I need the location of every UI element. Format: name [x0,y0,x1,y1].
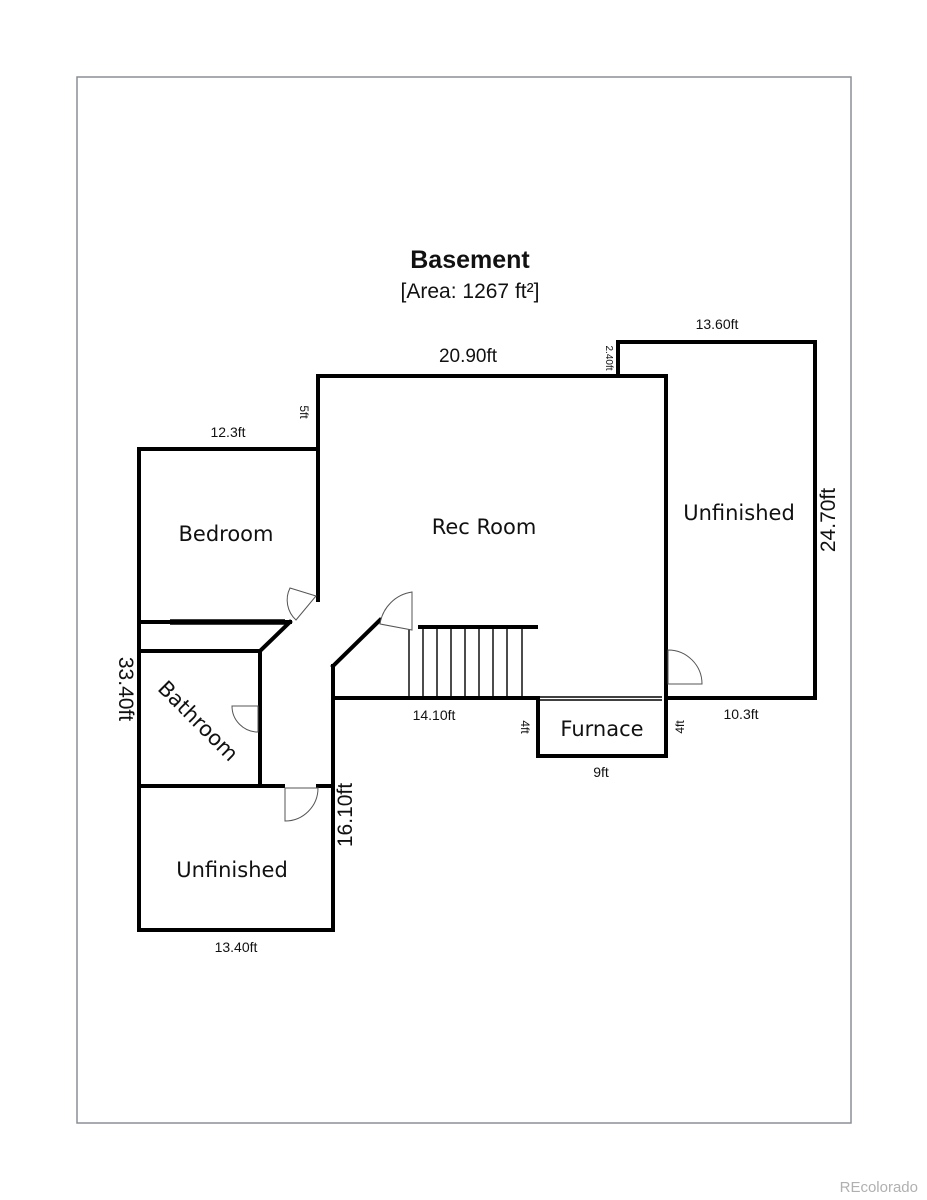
dim-left-side: 33.40ft [114,657,137,721]
rec-room-walls [316,374,668,700]
west-wing-walls [137,447,540,932]
bathroom-door [231,705,259,733]
room-label-bathroom: Bathroom [153,676,243,766]
dim-jog-left: 5ft [297,405,311,419]
stair-door [379,591,413,631]
unfinished-right-walls [616,340,817,700]
dim-stair-side: 16.10ft [334,783,357,847]
closet-door [170,619,285,625]
unfinished-left-door [284,787,319,822]
dim-right-side: 24.70ft [817,488,840,552]
dim-top-right: 13.60ft [696,316,739,332]
door-swings [231,587,703,822]
dim-furnace-left: 4ft [518,720,532,734]
dim-bedroom-top: 12.3ft [210,424,245,440]
dim-right-bottom: 10.3ft [723,706,758,722]
room-label-unfinished-left: Unfinished [176,858,288,882]
dim-furnace-right: 4ft [673,720,687,734]
bedroom-door [286,587,317,621]
unfinished-right-door [667,649,703,685]
furnace-walls [536,696,668,758]
furnace-door [540,696,662,701]
room-label-bedroom: Bedroom [179,522,274,546]
dim-bottom-left: 13.40ft [215,939,258,955]
plan-frame [76,76,852,1124]
hall-diagonal-wall-right [330,617,383,669]
plan-area: [Area: 1267 ft²] [401,280,540,303]
room-label-rec-room: Rec Room [432,515,537,539]
room-labels: Rec Room Bedroom Unfinished Unfinished F… [153,501,795,882]
plan-title: Basement [410,246,530,274]
dim-jog-top: 2.40ft [603,345,614,370]
dim-rec-bottom: 14.10ft [413,707,456,723]
dim-furnace-bottom: 9ft [593,764,609,780]
dimension-labels: 20.90ft 13.60ft 2.40ft 5ft 12.3ft 24.70f… [114,316,840,955]
dim-top-main: 20.90ft [439,346,498,367]
watermark-logo: REcolorado [840,1179,918,1196]
stairs [408,627,523,698]
room-label-furnace: Furnace [560,717,643,741]
hall-diagonal-wall-left [257,619,293,654]
walls [137,340,817,932]
room-label-unfinished-right: Unfinished [683,501,795,525]
